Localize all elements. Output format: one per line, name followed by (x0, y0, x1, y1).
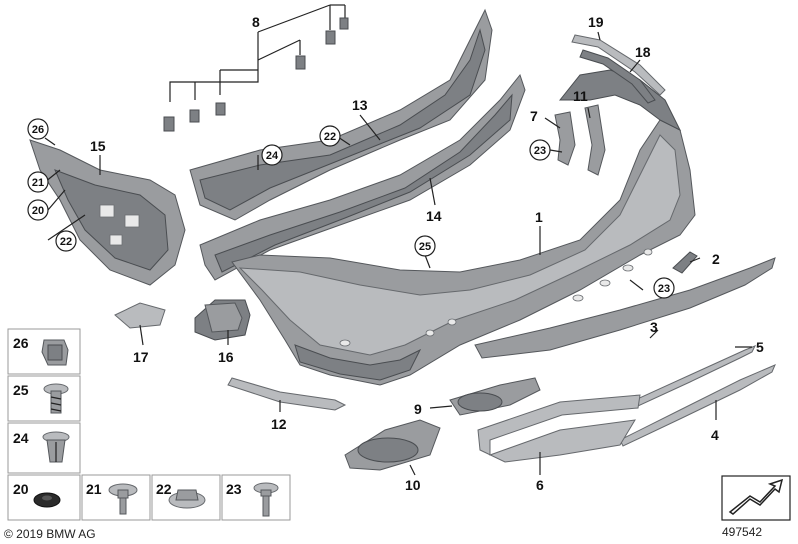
part-15-side-bracket (29, 139, 186, 286)
grommet-icon (33, 492, 61, 508)
legend-label-21: 21 (86, 481, 102, 497)
label-5: 5 (756, 339, 764, 355)
label-21-circled: 21 (32, 177, 44, 189)
view-arrow-box (721, 475, 791, 521)
label-7: 7 (530, 108, 538, 124)
label-16: 16 (218, 349, 234, 365)
legend-label-24: 24 (13, 430, 29, 446)
direction-arrow-icon (728, 478, 784, 515)
part-6-exhaust-frame (477, 394, 641, 463)
rivet-icon (42, 431, 70, 463)
clip-nut-icon (41, 339, 69, 366)
label-11: 11 (573, 88, 588, 104)
part-3-diffuser (474, 257, 776, 359)
part-9-exhaust-tip (449, 377, 541, 416)
label-4: 4 (711, 427, 719, 443)
part-4-trim (619, 364, 776, 447)
part-7-11-trims (554, 104, 606, 176)
hex-nut-icon (168, 489, 206, 509)
diagram-number: 497542 (722, 525, 762, 539)
label-23-circled-top: 23 (534, 145, 546, 157)
part-18-19-trims (571, 34, 666, 104)
label-12: 12 (271, 416, 287, 432)
legend-label-20: 20 (13, 481, 29, 497)
part-13-carrier (189, 8, 493, 221)
label-25-circled: 25 (419, 241, 431, 253)
label-23-circled-right: 23 (658, 283, 670, 295)
label-22-circled-top: 22 (324, 131, 336, 143)
label-9: 9 (414, 401, 422, 417)
label-2: 2 (712, 251, 720, 267)
part-8-clips (163, 4, 349, 132)
washer-screw-icon (253, 482, 279, 517)
label-17: 17 (133, 349, 149, 365)
label-26-circled: 26 (32, 124, 44, 136)
part-16-block (194, 299, 251, 341)
label-20-circled: 20 (32, 205, 44, 217)
part-5-trim (634, 345, 757, 407)
part-labels: 1 2 3 4 5 6 7 8 9 10 11 12 13 14 15 16 1… (90, 14, 764, 493)
part-17-piece (114, 302, 166, 329)
fastener-legend: 26 25 24 20 21 22 23 (7, 328, 291, 521)
leader-lines (44, 31, 752, 476)
legend-label-22: 22 (156, 481, 172, 497)
legend-label-26: 26 (13, 335, 29, 351)
label-24-circled: 24 (266, 150, 279, 162)
label-18: 18 (635, 44, 651, 60)
label-13: 13 (352, 97, 368, 113)
part-10-exhaust-tip (344, 419, 441, 471)
screw-icon (43, 383, 69, 414)
label-14: 14 (426, 208, 442, 224)
label-10: 10 (405, 477, 421, 493)
copyright-text: © 2019 BMW AG (4, 527, 96, 541)
legend-label-23: 23 (226, 481, 242, 497)
label-3: 3 (650, 319, 658, 335)
part-1-bumper-panel (231, 69, 696, 386)
flange-screw-icon (108, 483, 138, 515)
label-19: 19 (588, 14, 604, 30)
label-15: 15 (90, 138, 106, 154)
part-12-strip (227, 377, 347, 411)
circled-labels: 26 21 20 22 22 24 23 25 23 (27, 118, 675, 299)
label-1: 1 (535, 209, 543, 225)
label-8: 8 (252, 14, 260, 30)
legend-label-25: 25 (13, 382, 29, 398)
label-6: 6 (536, 477, 544, 493)
part-2-reflector (672, 251, 698, 274)
label-22-circled-left: 22 (60, 236, 72, 248)
